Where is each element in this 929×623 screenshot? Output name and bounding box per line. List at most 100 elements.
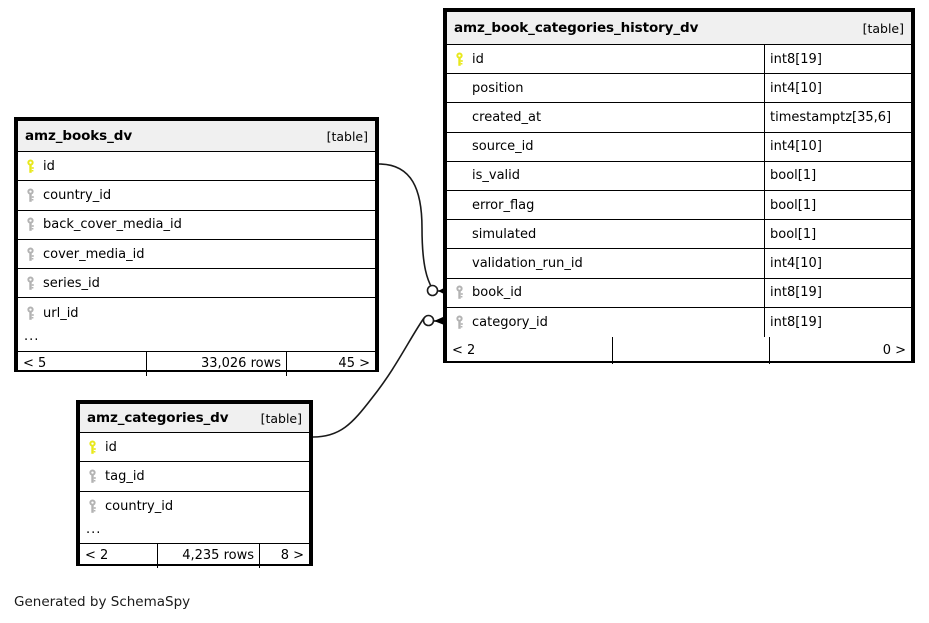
table-title-categories: amz_categories_dv <box>87 410 229 426</box>
table-row[interactable]: category_id int8[19] <box>447 307 911 337</box>
footer-next-categories[interactable]: 8 > <box>259 543 309 568</box>
column-name-label: source_id <box>472 139 534 155</box>
table-header-categories: amz_categories_dv [table] <box>80 404 309 433</box>
foreign-key-icon <box>27 247 34 261</box>
column-name-cell: id <box>80 433 309 461</box>
table-row[interactable]: tag_id <box>80 462 309 492</box>
column-name-label: id <box>105 439 117 455</box>
column-name-cell: id <box>447 45 764 73</box>
table-row[interactable]: country_id <box>80 492 309 521</box>
foreign-key-icon <box>27 276 34 290</box>
column-type-cell: int8[19] <box>764 278 911 307</box>
foreign-key-icon <box>27 217 34 232</box>
column-name-label: created_at <box>472 109 542 125</box>
column-type-label: int8[19] <box>770 314 822 330</box>
footer-rows-categories: 4,235 rows <box>157 543 259 568</box>
column-name-label: simulated <box>472 226 537 242</box>
footer-next-books[interactable]: 45 > <box>286 351 375 376</box>
column-type-label: int4[10] <box>770 139 822 155</box>
table-row[interactable]: series_id <box>18 269 375 299</box>
column-name-cell: cover_media_id <box>18 240 375 268</box>
table-row[interactable]: id <box>18 152 375 182</box>
footer-rows-books: 33,026 rows <box>146 351 286 376</box>
table-tag-books: [table] <box>326 128 368 144</box>
column-name-label: url_id <box>43 305 79 321</box>
column-type-label: bool[1] <box>770 197 817 213</box>
column-name-cell: error_flag <box>447 191 764 219</box>
column-name-label: error_flag <box>472 197 535 213</box>
column-type-label: int4[10] <box>770 255 822 271</box>
table-body-categories: id tag_id country_id <box>80 433 309 521</box>
table-row[interactable]: url_id <box>18 298 375 327</box>
primary-key-icon <box>456 52 463 66</box>
column-type-cell: bool[1] <box>764 220 911 249</box>
table-row[interactable]: country_id <box>18 181 375 211</box>
footer-prev-history[interactable]: < 2 <box>452 342 476 358</box>
column-name-cell: tag_id <box>80 462 309 490</box>
footer-rows-history <box>612 336 769 364</box>
column-name-cell: validation_run_id <box>447 249 764 277</box>
table-row[interactable]: cover_media_id <box>18 240 375 270</box>
relationship-endpoint-circle-books <box>426 284 439 297</box>
foreign-key-icon <box>27 306 34 320</box>
column-name-label: position <box>472 80 524 96</box>
table-row[interactable]: position int4[10] <box>447 74 911 104</box>
relationship-endpoint-circle-categories <box>422 314 435 327</box>
footer-next-history[interactable]: 0 > <box>769 336 911 364</box>
footer-prev-categories[interactable]: < 2 <box>85 548 109 564</box>
column-name-label: book_id <box>472 285 523 301</box>
column-name-cell: series_id <box>18 269 375 297</box>
column-type-label: timestamptz[35,6] <box>770 109 892 125</box>
table-title-history: amz_book_categories_history_dv <box>454 20 699 36</box>
table-header-history: amz_book_categories_history_dv [table] <box>447 12 911 45</box>
table-header-books: amz_books_dv [table] <box>18 121 375 152</box>
column-name-cell: country_id <box>18 181 375 209</box>
generated-by-caption: Generated by SchemaSpy <box>14 594 191 610</box>
column-name-label: series_id <box>43 275 100 291</box>
table-row[interactable]: created_at timestamptz[35,6] <box>447 103 911 133</box>
column-name-label: tag_id <box>105 468 145 484</box>
table-row[interactable]: id <box>80 433 309 463</box>
table-footer-history: < 2 0 > <box>447 336 911 364</box>
table-row[interactable]: back_cover_media_id <box>18 211 375 240</box>
column-name-cell: book_id <box>447 279 764 307</box>
table-row[interactable]: is_valid bool[1] <box>447 161 911 191</box>
table-tag-categories: [table] <box>260 410 302 426</box>
column-type-label: bool[1] <box>770 226 817 242</box>
column-name-cell: url_id <box>18 298 375 327</box>
column-name-cell: id <box>18 152 375 180</box>
table-row[interactable]: error_flag bool[1] <box>447 190 911 221</box>
table-row[interactable]: source_id int4[10] <box>447 132 911 162</box>
column-type-cell: int8[19] <box>764 307 911 337</box>
column-name-label: country_id <box>105 498 174 514</box>
column-type-label: int8[19] <box>770 285 822 301</box>
column-type-cell: bool[1] <box>764 190 911 220</box>
column-name-label: id <box>472 51 484 67</box>
table-row[interactable]: validation_run_id int4[10] <box>447 249 911 279</box>
ellipsis-books: ... <box>24 329 40 345</box>
column-type-label: bool[1] <box>770 168 817 184</box>
column-name-cell: category_id <box>447 308 764 337</box>
column-type-cell: int4[10] <box>764 249 911 278</box>
column-name-label: id <box>43 158 55 174</box>
relationship-line-books-to-history <box>378 163 433 289</box>
table-amz-books-dv[interactable]: amz_books_dv [table] id country_id back_co… <box>14 117 379 376</box>
table-row[interactable]: book_id int8[19] <box>447 278 911 308</box>
footer-prev-books[interactable]: < 5 <box>23 356 47 372</box>
primary-key-icon <box>27 159 34 173</box>
table-amz-book-categories-history-dv[interactable]: amz_book_categories_history_dv [table] i… <box>443 8 915 364</box>
column-name-label: is_valid <box>472 168 521 184</box>
ellipsis-categories: ... <box>86 521 102 537</box>
table-footer-categories: < 2 4,235 rows 8 > <box>80 543 309 568</box>
primary-key-icon <box>89 440 96 454</box>
foreign-key-icon <box>456 285 463 299</box>
column-type-cell: timestamptz[35,6] <box>764 103 911 132</box>
column-name-cell: country_id <box>80 492 309 521</box>
column-type-cell: int4[10] <box>764 74 911 103</box>
column-name-label: back_cover_media_id <box>43 217 182 233</box>
table-row[interactable]: simulated bool[1] <box>447 220 911 250</box>
column-name-label: country_id <box>43 187 112 203</box>
